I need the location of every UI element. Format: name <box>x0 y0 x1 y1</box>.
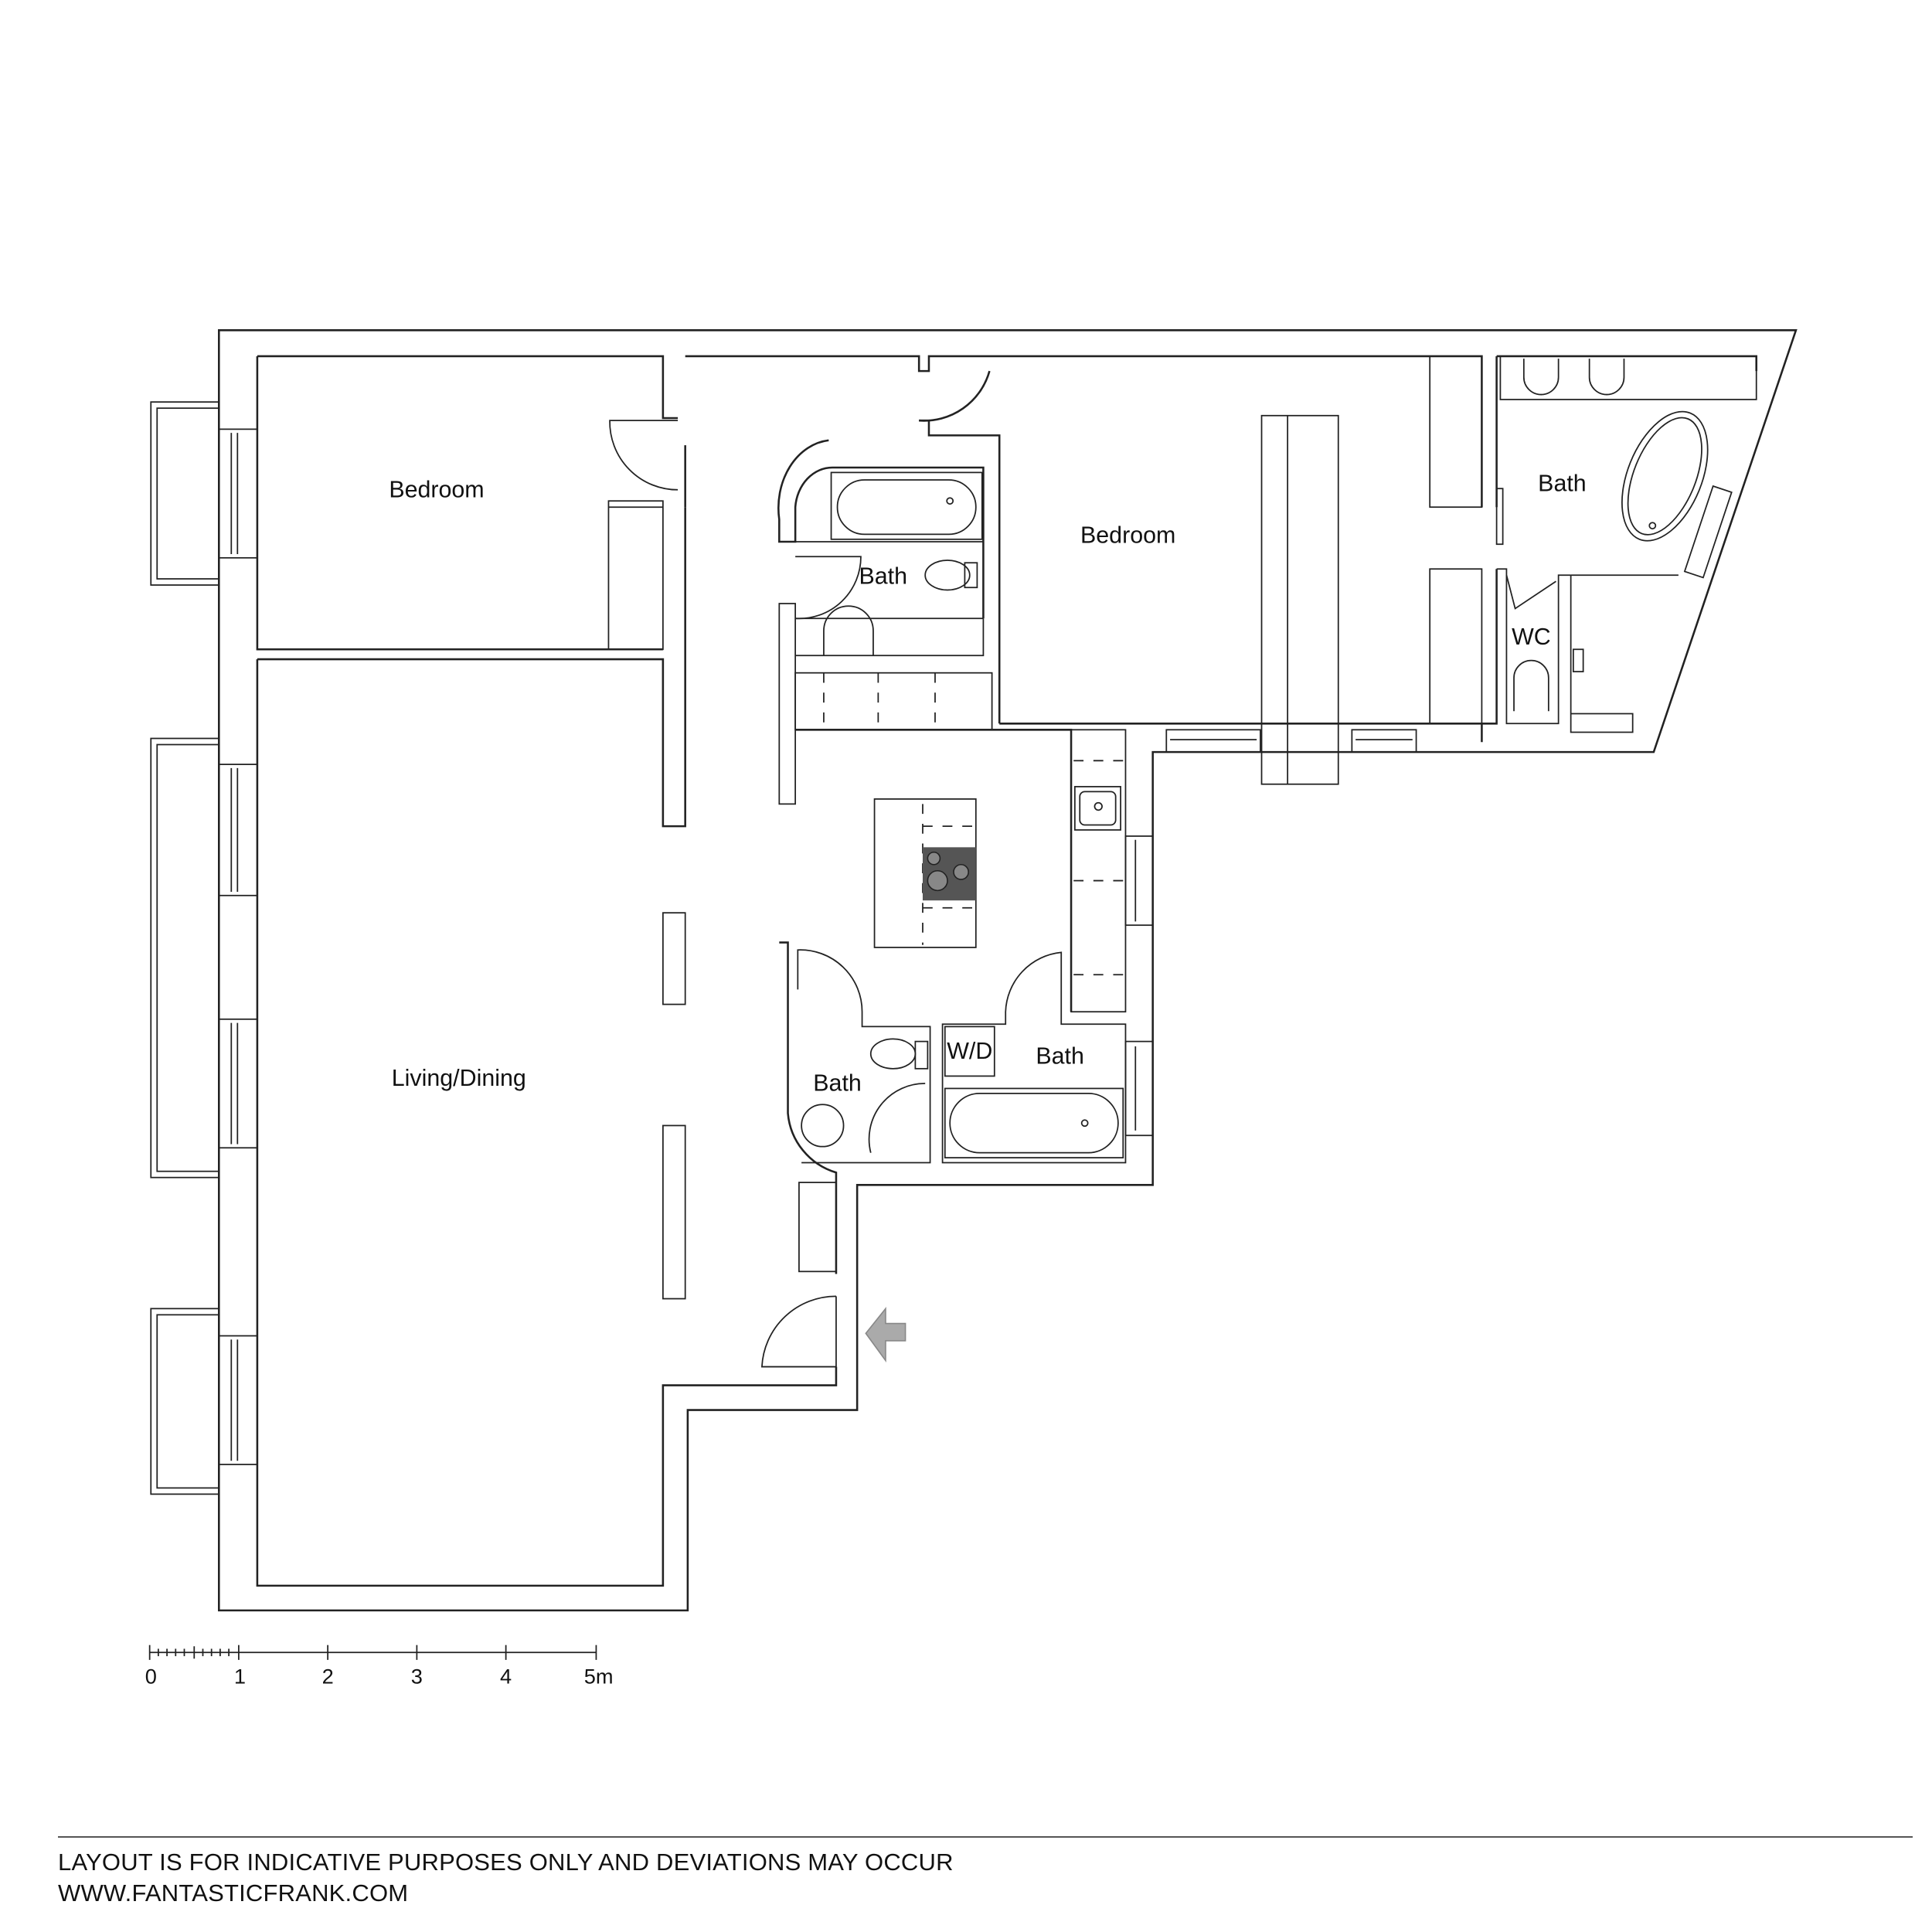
room-labels: Bedroom Bath Bedroom Bath WC Living/Dini… <box>389 470 1586 1096</box>
label-wd: W/D <box>947 1038 992 1064</box>
ensuite-fixtures <box>1481 355 1757 733</box>
outer-walls <box>218 329 1798 1612</box>
entrance-arrow-icon <box>865 1307 906 1363</box>
bedroom-1-fixtures <box>607 420 679 651</box>
footer-website: WWW.FANTASTICFRANK.COM <box>58 1879 409 1906</box>
scale-tick-0: 0 <box>145 1664 157 1688</box>
living-partitions <box>662 912 686 1300</box>
scale-tick-4: 4 <box>500 1664 512 1688</box>
entrance-door <box>760 1295 906 1368</box>
lower-baths-fixtures <box>779 941 1154 1274</box>
label-bedroom-2: Bedroom <box>1080 522 1175 549</box>
window-bays <box>150 401 258 1495</box>
label-bath-1: Bath <box>859 563 908 589</box>
label-bedroom-1: Bedroom <box>389 476 484 502</box>
kitchen-fixtures <box>795 729 1154 1013</box>
bedroom-2-fixtures <box>999 355 1483 785</box>
label-living-dining: Living/Dining <box>392 1065 526 1091</box>
footer-divider <box>58 1836 1913 1838</box>
scale-tick-3: 3 <box>411 1664 423 1688</box>
label-wc: WC <box>1512 624 1551 650</box>
label-bath-3: Bath <box>1036 1043 1084 1069</box>
label-bath-ensuite: Bath <box>1538 470 1587 496</box>
scale-tick-5: 5m <box>584 1664 614 1688</box>
label-bath-2: Bath <box>813 1070 862 1097</box>
scale-tick-2: 2 <box>322 1664 334 1688</box>
footer-disclaimer: LAYOUT IS FOR INDICATIVE PURPOSES ONLY A… <box>58 1849 954 1876</box>
scale-tick-1: 1 <box>234 1664 246 1688</box>
scale-bar: 0 1 2 3 4 5m <box>145 1645 614 1688</box>
bath-1-fixtures <box>777 370 1001 805</box>
